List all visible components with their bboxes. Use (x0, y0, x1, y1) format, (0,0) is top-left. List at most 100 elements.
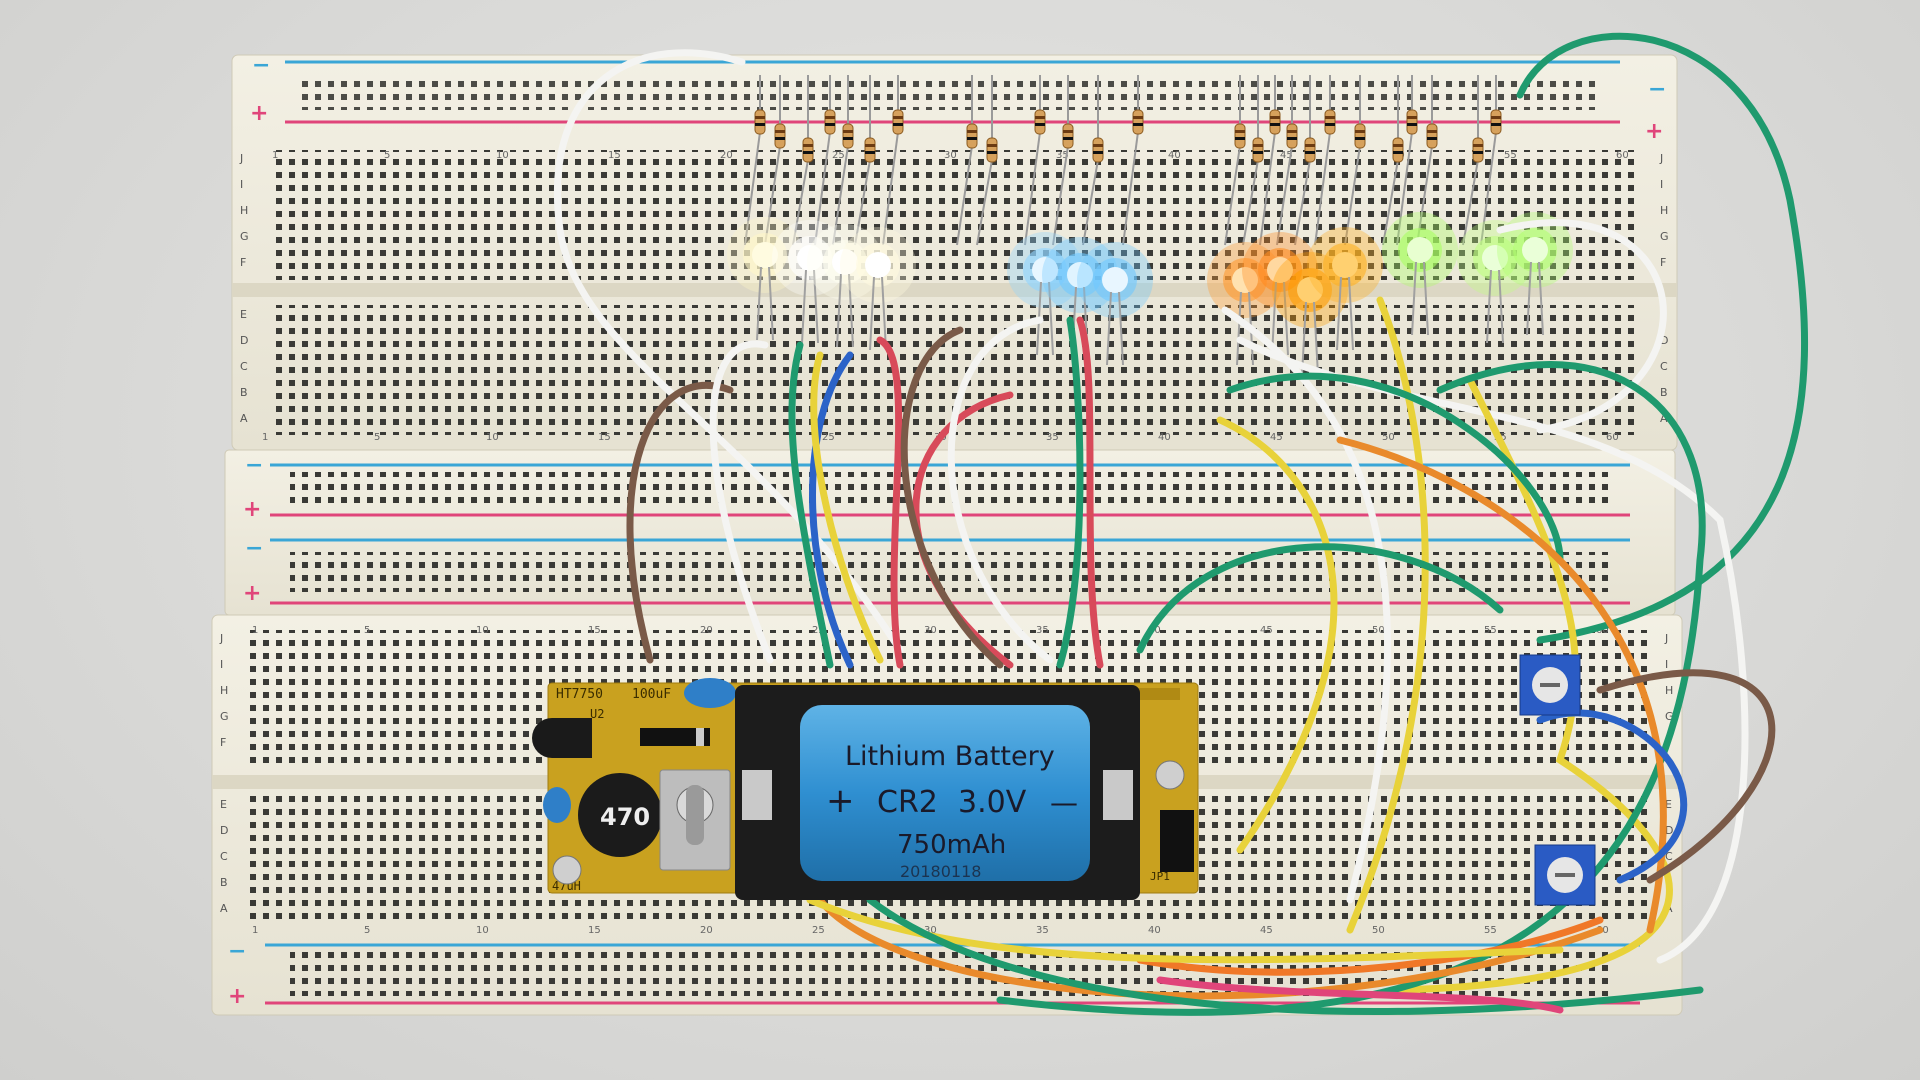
row-letter: G (220, 710, 229, 723)
resistor (1269, 109, 1281, 135)
led (1382, 212, 1458, 336)
column-number: 10 (476, 925, 489, 936)
row-letter: F (220, 736, 226, 749)
capacitor (684, 678, 736, 708)
row-letter: F (240, 256, 246, 269)
green-wire (1226, 372, 1564, 564)
resistor (966, 123, 978, 149)
green-wire (1516, 32, 1809, 644)
white-wire (947, 316, 1054, 664)
brown-wire (1596, 669, 1776, 884)
led (727, 217, 803, 341)
orange-wire (1336, 436, 1667, 934)
column-number: 55 (1504, 150, 1517, 161)
column-number: 5 (364, 925, 370, 936)
led (1077, 242, 1153, 366)
cap-label: 100uF (632, 687, 671, 702)
row-letter: J (239, 152, 243, 165)
resistor (1392, 137, 1404, 163)
column-number: 55 (1484, 925, 1497, 936)
rail-plus-label: + (243, 581, 261, 606)
row-letter: G (1665, 710, 1674, 723)
resistor (1034, 109, 1046, 135)
capacitor (543, 787, 571, 823)
led (1457, 220, 1533, 344)
row-letter: E (240, 308, 247, 321)
rail-plus-label: + (250, 101, 268, 126)
yellow-wire (1216, 416, 1338, 854)
white-wire (1221, 306, 1392, 904)
column-number: 15 (608, 150, 621, 161)
column-number: 15 (588, 625, 601, 636)
led (1497, 212, 1573, 336)
red-wire (1076, 316, 1104, 669)
screw (1155, 760, 1185, 790)
row-letter: C (240, 360, 248, 373)
column-number: 40 (1158, 432, 1171, 443)
column-number: 30 (924, 625, 937, 636)
white-wire (1496, 219, 1667, 434)
column-number: 20 (700, 925, 713, 936)
resistor (1354, 123, 1366, 149)
battery-body (800, 705, 1090, 881)
column-number: 5 (364, 625, 370, 636)
row-letter: J (1659, 152, 1663, 165)
row-letter: B (220, 876, 228, 889)
resistor (774, 123, 786, 149)
blue-wire (809, 351, 854, 669)
battery-date-code: 20180118 (900, 862, 981, 881)
resistor (1062, 123, 1074, 149)
column-number: 60 (1596, 625, 1609, 636)
green-wire (1136, 543, 1504, 654)
column-number: 40 (1168, 150, 1181, 161)
resistor (824, 109, 836, 135)
resistor (1234, 123, 1246, 149)
column-number: 30 (924, 925, 937, 936)
orange-wire (1136, 916, 1604, 976)
trimmer-potentiometers (1519, 654, 1596, 906)
row-letter: B (1660, 386, 1668, 399)
column-number: 15 (588, 925, 601, 936)
column-number: 5 (374, 432, 380, 443)
rail-minus-label: − (228, 939, 246, 964)
brown-wire (900, 326, 1004, 669)
column-number: 5 (384, 150, 390, 161)
rail-minus-label: − (245, 453, 263, 478)
diode (640, 728, 710, 746)
row-letter: C (1665, 850, 1673, 863)
row-letter: D (240, 334, 248, 347)
resistor (864, 137, 876, 163)
yellow-wire (806, 896, 1564, 964)
chip-label: HT7750 (556, 687, 603, 702)
row-letter: G (240, 230, 249, 243)
jumper-label: JP1 (1150, 870, 1170, 883)
battery-model: CR2 (877, 785, 938, 820)
column-number: 1 (262, 432, 268, 443)
transistor (532, 718, 592, 758)
rail-plus-label: + (1645, 119, 1663, 144)
column-number: 25 (832, 150, 845, 161)
rail-minus-label: − (245, 536, 263, 561)
column-number: 60 (1606, 432, 1619, 443)
row-letter: A (240, 412, 248, 425)
u2-label: U2 (590, 707, 604, 721)
resistor (754, 109, 766, 135)
row-letter: C (220, 850, 228, 863)
column-number: 25 (812, 925, 825, 936)
column-number: 45 (1280, 150, 1293, 161)
column-number: 30 (944, 150, 957, 161)
red-wire (1156, 976, 1564, 1014)
row-letter: I (1665, 658, 1668, 671)
column-number: 35 (1036, 925, 1049, 936)
white-wire (553, 49, 904, 654)
row-letter: D (220, 824, 228, 837)
row-letter: B (240, 386, 248, 399)
resistor (1132, 109, 1144, 135)
column-number: 1 (252, 625, 258, 636)
row-letter: I (1660, 178, 1663, 191)
red-wire (876, 336, 904, 669)
battery-capacity: 750mAh (897, 830, 1006, 860)
column-number: 35 (1036, 625, 1049, 636)
resistor (1092, 137, 1104, 163)
